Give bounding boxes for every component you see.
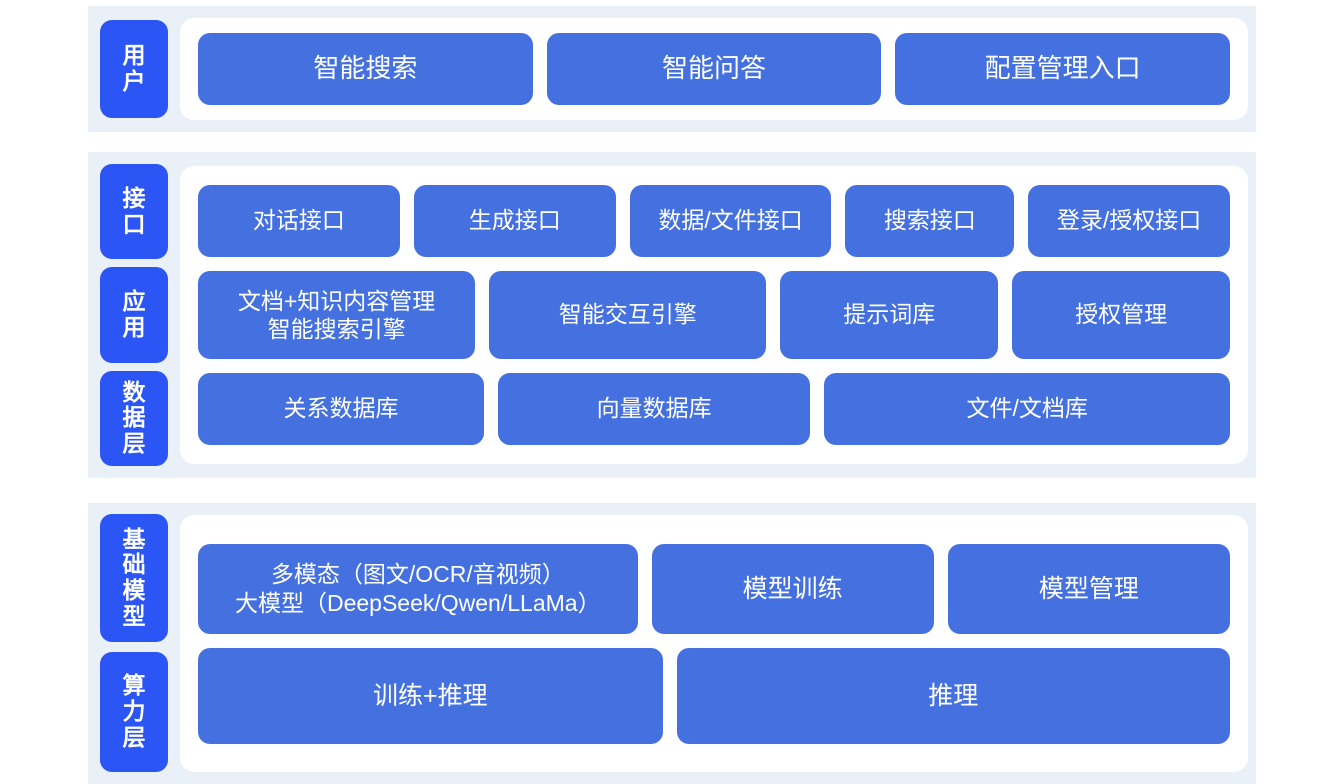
row-model: 多模态（图文/OCR/音视频） 大模型（DeepSeek/Qwen/LLaMa）… — [198, 543, 1230, 634]
section-user: 用户 智能搜索 智能问答 配置管理入口 — [88, 6, 1256, 132]
box-relational-database[interactable]: 关系数据库 — [198, 373, 484, 445]
box-smart-interaction-engine[interactable]: 智能交互引擎 — [489, 271, 767, 359]
card-user: 智能搜索 智能问答 配置管理入口 — [180, 18, 1248, 120]
rail-infrastructure: 基础模型 算力层 — [88, 503, 180, 784]
box-smart-search[interactable]: 智能搜索 — [198, 33, 533, 105]
row-interface: 对话接口 生成接口 数据/文件接口 搜索接口 登录/授权接口 — [198, 185, 1230, 257]
rail-tab-base-model[interactable]: 基础模型 — [100, 514, 168, 642]
rail-tab-application-label: 应用 — [122, 288, 146, 340]
box-model-training[interactable]: 模型训练 — [651, 543, 934, 634]
box-dialog-api[interactable]: 对话接口 — [198, 185, 400, 257]
rail-tab-data-layer-label: 数据层 — [122, 378, 146, 457]
rail-tab-base-model-label: 基础模型 — [122, 525, 146, 629]
box-vector-database[interactable]: 向量数据库 — [497, 373, 811, 445]
rail-middle: 接口 应用 数据层 — [88, 152, 180, 478]
rail-tab-user-label: 用户 — [122, 42, 146, 94]
row-data-layer: 关系数据库 向量数据库 文件/文档库 — [198, 373, 1230, 445]
box-generation-api[interactable]: 生成接口 — [413, 185, 616, 257]
box-smart-qa[interactable]: 智能问答 — [546, 33, 882, 105]
box-search-api[interactable]: 搜索接口 — [845, 185, 1015, 257]
box-prompt-library[interactable]: 提示词库 — [780, 271, 999, 359]
box-document-knowledge-management[interactable]: 文档+知识内容管理 智能搜索引擎 — [198, 271, 476, 359]
section-infrastructure: 基础模型 算力层 多模态（图文/OCR/音视频） 大模型（DeepSeek/Qw… — [88, 503, 1256, 784]
box-login-auth-api[interactable]: 登录/授权接口 — [1028, 185, 1230, 257]
row-compute: 训练+推理 推理 — [198, 647, 1230, 744]
rail-tab-interface[interactable]: 接口 — [100, 164, 168, 260]
box-authorization-management[interactable]: 授权管理 — [1012, 271, 1230, 359]
box-training-plus-inference[interactable]: 训练+推理 — [198, 647, 663, 744]
rail-tab-user[interactable]: 用户 — [100, 20, 168, 118]
box-file-document-store[interactable]: 文件/文档库 — [824, 373, 1230, 445]
rail-tab-data-layer[interactable]: 数据层 — [100, 370, 168, 466]
rail-user: 用户 — [88, 6, 180, 132]
rail-tab-application[interactable]: 应用 — [100, 267, 168, 363]
box-multimodal-large-model[interactable]: 多模态（图文/OCR/音视频） 大模型（DeepSeek/Qwen/LLaMa） — [198, 543, 638, 634]
box-config-management-entry[interactable]: 配置管理入口 — [895, 33, 1231, 105]
box-inference[interactable]: 推理 — [676, 647, 1230, 744]
box-data-file-api[interactable]: 数据/文件接口 — [629, 185, 832, 257]
rail-tab-interface-label: 接口 — [122, 184, 146, 237]
card-middle: 对话接口 生成接口 数据/文件接口 搜索接口 登录/授权接口 文档+知识内容管理… — [180, 166, 1248, 464]
card-infrastructure: 多模态（图文/OCR/音视频） 大模型（DeepSeek/Qwen/LLaMa）… — [180, 515, 1248, 772]
box-model-management[interactable]: 模型管理 — [947, 543, 1230, 634]
section-middle: 接口 应用 数据层 对话接口 生成接口 数据/文件接口 搜索接口 登录/授权接口… — [88, 152, 1256, 478]
rail-tab-compute-layer-label: 算力层 — [122, 672, 146, 750]
rail-tab-compute-layer[interactable]: 算力层 — [100, 652, 168, 772]
row-application: 文档+知识内容管理 智能搜索引擎 智能交互引擎 提示词库 授权管理 — [198, 271, 1230, 359]
row-user-entries: 智能搜索 智能问答 配置管理入口 — [198, 33, 1231, 105]
